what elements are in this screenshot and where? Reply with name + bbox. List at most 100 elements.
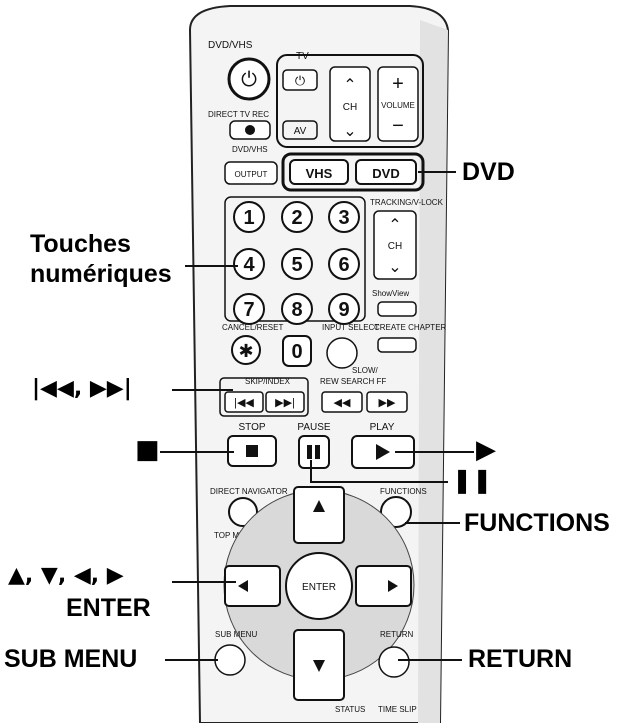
ff-icon: ▶▶ (379, 397, 396, 409)
tv-volume-plus-icon: + (392, 73, 404, 95)
digit-1-label: 1 (243, 207, 254, 229)
enter-button[interactable] (285, 552, 353, 620)
tv-av-button-label: AV (294, 126, 307, 137)
showview-button[interactable] (377, 301, 417, 317)
pause-icon-bar-left (307, 445, 312, 459)
callout-return: RETURN (468, 645, 573, 673)
callout-numeric-line2: numériques (30, 260, 172, 288)
rew-button[interactable] (321, 391, 363, 413)
power-button[interactable] (227, 57, 271, 101)
tv-group-frame (276, 54, 424, 148)
tv-av-button[interactable] (282, 120, 318, 140)
input-select-label: INPUT SELECT (322, 323, 379, 332)
return-label: RETURN (380, 630, 414, 639)
callout-enter: ENTER (66, 594, 151, 622)
remote-edge-shading (418, 20, 448, 723)
slow-label: SLOW/ (352, 366, 379, 375)
skip-group-frame (219, 377, 309, 417)
skip-back-button[interactable] (224, 391, 264, 413)
callout-arrows: ▲, ▼, ◀, ▶ (8, 563, 124, 588)
output-button[interactable] (224, 161, 278, 185)
digit-0-label: 0 (291, 341, 302, 363)
tv-group-label: TV (296, 51, 309, 62)
leader-pause (310, 460, 448, 483)
top-menu-label: TOP MENU (214, 531, 256, 540)
callout-pause: ❚❚ (452, 466, 493, 494)
create-chapter-button[interactable] (377, 337, 417, 353)
stop-icon (246, 445, 258, 457)
ff-button[interactable] (366, 391, 408, 413)
digit-6-button[interactable]: 6 (328, 248, 360, 280)
digit-3-label: 3 (338, 207, 349, 229)
tv-volume-label: VOLUME (381, 101, 415, 110)
digit-4-button[interactable]: 4 (233, 248, 265, 280)
functions-label: FUNCTIONS (380, 487, 427, 496)
digit-5-button[interactable]: 5 (281, 248, 313, 280)
digit-9-button[interactable]: 9 (328, 293, 360, 325)
tv-power-button[interactable] (282, 69, 318, 91)
tracking-ch-label: CH (388, 241, 402, 252)
stop-label: STOP (238, 422, 265, 433)
dvd-vhs-top-label: DVD/VHS (208, 40, 253, 51)
tv-ch-label: CH (343, 102, 357, 113)
time-slip-label: TIME SLIP (378, 705, 417, 714)
tv-volume-minus-icon: − (392, 115, 404, 137)
input-select-button[interactable] (326, 337, 358, 369)
cancel-reset-button[interactable] (231, 335, 261, 365)
tv-volume-rocker[interactable] (377, 66, 419, 142)
tv-ch-down-icon: ⌄ (343, 123, 356, 140)
pause-button[interactable] (298, 435, 330, 469)
sub-menu-button[interactable] (214, 644, 246, 676)
skip-back-icon: |◀◀ (234, 397, 254, 409)
skip-index-label: SKIP/INDEX (245, 377, 291, 386)
return-button[interactable] (378, 646, 410, 678)
down-arrow-icon (313, 660, 325, 672)
digit-3-button[interactable]: 3 (328, 201, 360, 233)
record-dot-icon (245, 125, 255, 135)
digit-2-button[interactable]: 2 (281, 201, 313, 233)
power-icon: ⏻ (241, 67, 257, 91)
enter-button-label: ENTER (302, 582, 336, 593)
digit-7-label: 7 (243, 299, 254, 321)
tracking-up-icon: ⌃ (388, 217, 401, 234)
callout-stop: ■ (135, 435, 160, 465)
play-icon (376, 444, 390, 460)
digit-6-label: 6 (338, 254, 349, 276)
digit-1-button[interactable]: 1 (233, 201, 265, 233)
up-arrow-button[interactable] (293, 486, 345, 544)
skip-forward-icon: ▶▶| (275, 397, 295, 409)
dvd-button[interactable] (355, 159, 417, 185)
tv-channel-rocker[interactable] (329, 66, 371, 142)
callout-skip: |◀◀, ▶▶| (32, 376, 132, 401)
cancel-reset-label: CANCEL/RESET (222, 323, 283, 332)
tv-ch-up-icon: ⌃ (343, 77, 356, 94)
digit-0-button[interactable] (282, 335, 312, 367)
digit-2-label: 2 (291, 207, 302, 229)
output-button-label: OUTPUT (235, 170, 268, 179)
digit-7-button[interactable]: 7 (233, 293, 265, 325)
callout-functions: FUNCTIONS (464, 509, 610, 537)
rew-icon: ◀◀ (334, 397, 351, 409)
digit-8-button[interactable]: 8 (281, 293, 313, 325)
create-chapter-label: CREATE CHAPTER (374, 323, 447, 332)
sub-menu-label: SUB MENU (215, 630, 257, 639)
showview-label: ShowView (372, 289, 409, 298)
tv-power-icon: ⏻ (295, 74, 305, 89)
vhs-button[interactable] (289, 159, 349, 185)
skip-forward-button[interactable] (265, 391, 305, 413)
digit-9-label: 9 (338, 299, 349, 321)
play-label: PLAY (370, 422, 395, 433)
left-arrow-button[interactable] (224, 565, 281, 607)
output-small-label: DVD/VHS (232, 145, 268, 154)
left-arrow-icon (238, 580, 248, 592)
direct-navigator-label: DIRECT NAVIGATOR (210, 487, 288, 496)
up-arrow-icon (313, 500, 325, 512)
tracking-rocker[interactable] (373, 210, 417, 280)
functions-button[interactable] (380, 496, 412, 528)
vhs-button-label: VHS (306, 166, 333, 181)
callout-submenu: SUB MENU (4, 645, 138, 673)
callout-play: ▶ (476, 435, 496, 465)
right-arrow-button[interactable] (355, 565, 412, 607)
dvd-button-label: DVD (372, 166, 399, 181)
